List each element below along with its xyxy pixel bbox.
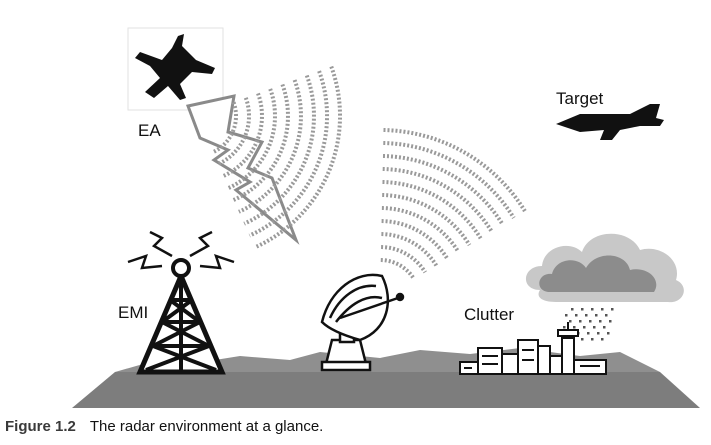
rain-drop bbox=[569, 320, 572, 323]
cloud-icon bbox=[525, 233, 684, 303]
rain-drop bbox=[573, 326, 576, 329]
radar-waves bbox=[380, 128, 527, 281]
rain-drop bbox=[589, 320, 592, 323]
caption-figure-number: Figure 1.2 bbox=[5, 418, 76, 435]
rain-drop bbox=[585, 314, 588, 317]
wave-arc bbox=[381, 219, 450, 260]
wave-arc bbox=[380, 245, 427, 274]
wave-arc bbox=[211, 101, 238, 155]
target-label: Target bbox=[556, 89, 604, 108]
clutter-label: Clutter bbox=[464, 305, 514, 324]
radio-tower-icon bbox=[127, 230, 235, 375]
wave-arc bbox=[238, 79, 303, 214]
rain-drop bbox=[603, 326, 606, 329]
rain-drop bbox=[601, 338, 604, 341]
rain-drop bbox=[575, 314, 578, 317]
city-buildings-icon bbox=[459, 322, 607, 375]
lightning-bolt-icon bbox=[185, 94, 300, 245]
wave-arc bbox=[380, 258, 416, 281]
wave-arc bbox=[248, 70, 330, 238]
rain-drop bbox=[605, 314, 608, 317]
jamming-waves bbox=[211, 65, 343, 250]
radar-dish-icon bbox=[320, 273, 405, 372]
rain-drop bbox=[599, 320, 602, 323]
rain-drop bbox=[597, 332, 600, 335]
wave-arc bbox=[381, 206, 461, 253]
rain-drop bbox=[571, 308, 574, 311]
rain-drop bbox=[611, 308, 614, 311]
wave-arc bbox=[383, 128, 527, 213]
rain-drop bbox=[607, 332, 610, 335]
rain-drop bbox=[581, 338, 584, 341]
rain-drop bbox=[591, 308, 594, 311]
wave-arc bbox=[222, 92, 264, 179]
rain-drop bbox=[587, 332, 590, 335]
rain-drop bbox=[601, 308, 604, 311]
rain-drop bbox=[609, 320, 612, 323]
rain-drop bbox=[583, 326, 586, 329]
jammer-aircraft-icon bbox=[127, 27, 224, 111]
rain-drop bbox=[563, 326, 566, 329]
rain-drop bbox=[581, 308, 584, 311]
rain-drop bbox=[565, 314, 568, 317]
wave-arc bbox=[253, 65, 343, 250]
rain-drop bbox=[593, 326, 596, 329]
wave-arc bbox=[382, 154, 505, 226]
rain-drop bbox=[579, 320, 582, 323]
ea-label: EA bbox=[138, 121, 161, 140]
wave-arc bbox=[232, 83, 290, 202]
rain-drop bbox=[595, 314, 598, 317]
figure-caption: Figure 1.2 The radar environment at a gla… bbox=[5, 418, 323, 435]
wave-arc bbox=[382, 167, 494, 233]
ground-plane bbox=[72, 372, 700, 408]
caption-text: The radar environment at a glance. bbox=[89, 418, 324, 435]
wave-arc bbox=[382, 193, 472, 247]
wave-arc bbox=[243, 74, 316, 226]
target-aircraft-icon bbox=[556, 104, 664, 140]
wave-arc bbox=[383, 141, 516, 219]
rain-drop bbox=[591, 338, 594, 341]
wave-arc bbox=[381, 232, 439, 267]
emi-label: EMI bbox=[118, 303, 148, 322]
wave-arc bbox=[216, 97, 251, 167]
